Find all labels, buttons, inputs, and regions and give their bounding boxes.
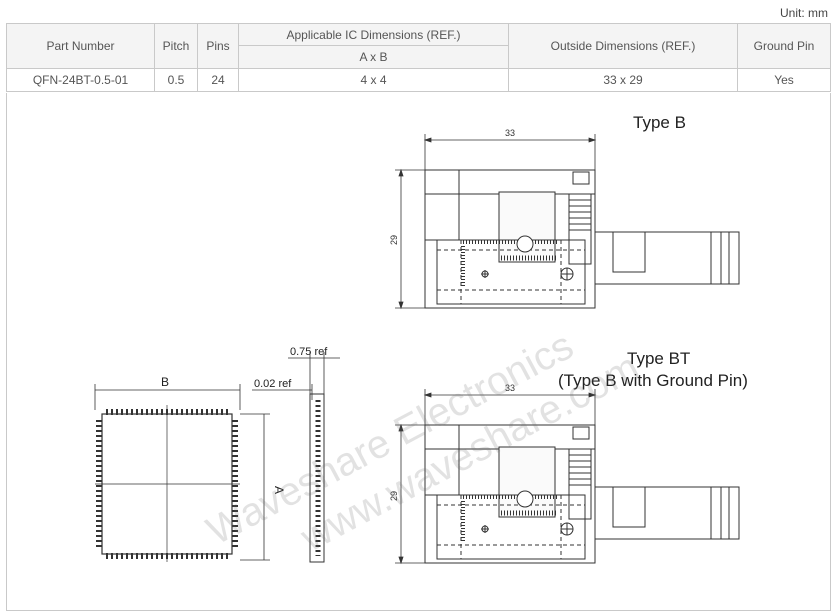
- header-pins: Pins: [197, 23, 239, 69]
- ic-dim-b-label: B: [161, 375, 169, 389]
- dim-width-bt: 33: [505, 383, 515, 393]
- dim-width-b: 33: [505, 128, 515, 138]
- header-pitch: Pitch: [154, 23, 198, 69]
- cell-part-number: QFN-24BT-0.5-01: [6, 68, 155, 92]
- cell-pitch: 0.5: [154, 68, 198, 92]
- dim-height-b: 29: [389, 235, 399, 245]
- cell-pins: 24: [197, 68, 239, 92]
- table-row: QFN-24BT-0.5-01 0.5 24 4 x 4 33 x 29 Yes: [6, 68, 831, 92]
- ic-dim-a-label: A: [272, 486, 286, 494]
- dim-075-label: 0.75 ref: [290, 346, 328, 358]
- type-bt-subtitle: (Type B with Ground Pin): [558, 371, 748, 390]
- cell-outside-dimensions: 33 x 29: [508, 68, 738, 92]
- header-ic-sub: A x B: [238, 45, 509, 69]
- unit-label: Unit: mm: [780, 6, 828, 20]
- type-bt-title: Type BT: [627, 349, 690, 368]
- socket-type-b: [394, 133, 739, 308]
- ic-package-top-view: [94, 384, 270, 562]
- drawing-panel: [6, 93, 831, 611]
- ic-package-side-view: [252, 352, 340, 563]
- dim-height-bt: 29: [389, 491, 399, 501]
- header-ground-pin: Ground Pin: [737, 23, 831, 69]
- header-ic-dimensions: Applicable IC Dimensions (REF.): [238, 23, 509, 46]
- cell-ic-dimensions: 4 x 4: [238, 68, 509, 92]
- watermark: Waveshare Electronics www.waveshare.com: [200, 323, 646, 560]
- spec-table: Part Number Pitch Pins Applicable IC Dim…: [6, 23, 831, 92]
- type-b-title: Type B: [633, 113, 686, 132]
- cell-ground-pin: Yes: [737, 68, 831, 92]
- dim-002-label: 0.02 ref: [254, 378, 292, 390]
